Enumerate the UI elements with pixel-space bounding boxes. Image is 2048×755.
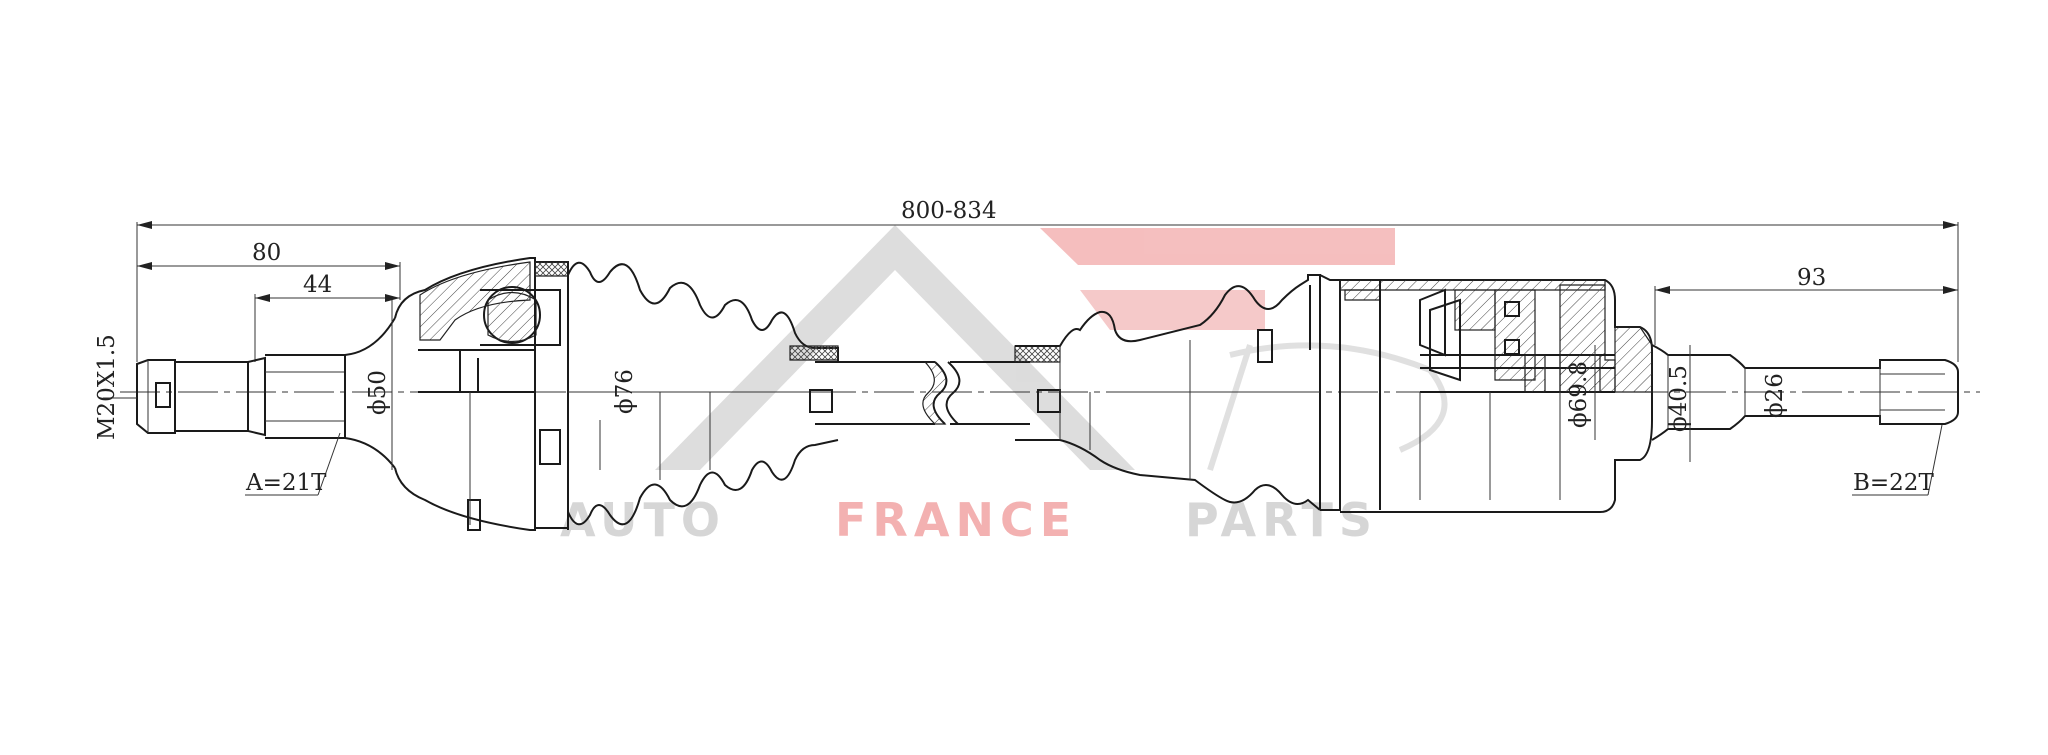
dim-80-label: 80 xyxy=(252,240,281,266)
dim-44 xyxy=(254,294,400,362)
spline-a-label: A=21T xyxy=(245,470,327,496)
dia-26-label: ϕ26 xyxy=(1762,373,1788,418)
dim-93 xyxy=(1654,286,1958,345)
spline-a-leader xyxy=(245,432,341,496)
dim-93-label: 93 xyxy=(1797,265,1826,291)
spline-b-label: B=22T xyxy=(1853,470,1934,496)
watermark-word-auto: AUTO xyxy=(560,493,726,547)
overall-length-dimension xyxy=(136,221,1959,362)
dia-40-5-label: ϕ40.5 xyxy=(1666,365,1692,432)
inner-tripod-joint xyxy=(1309,274,1653,513)
dia-76-label: ϕ76 xyxy=(612,369,638,414)
thread-label: M20X1.5 xyxy=(94,334,120,440)
dia-69-8-label: ϕ69.8 xyxy=(1566,361,1592,428)
dim-80 xyxy=(137,262,401,300)
watermark-word-france: FRANCE xyxy=(835,493,1077,547)
spline-b-leader xyxy=(1852,424,1943,496)
overall-length-label: 800-834 xyxy=(901,198,997,224)
watermark-word-parts: PARTS xyxy=(1185,493,1378,547)
right-stub-shaft xyxy=(1651,344,1959,441)
dia-50-label: ϕ50 xyxy=(365,370,391,415)
dim-44-label: 44 xyxy=(303,272,332,298)
left-stub-shaft xyxy=(136,317,396,469)
inner-boot xyxy=(1014,274,1321,511)
outer-boot xyxy=(534,258,839,530)
